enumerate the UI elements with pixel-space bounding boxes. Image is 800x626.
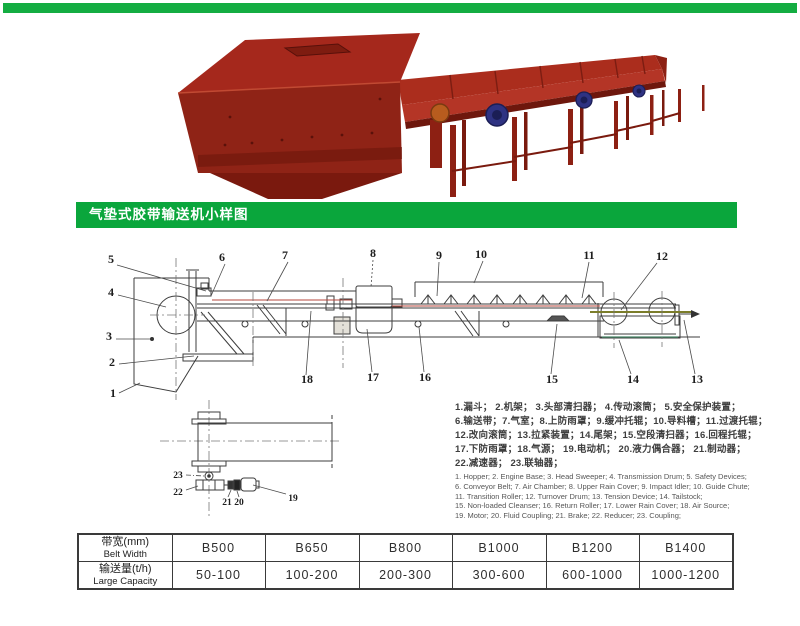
callout-16: 16	[419, 370, 431, 384]
parts-cn-line: 12.改向滚筒；13.拉紧装置；14.尾架；15.空段清扫器；16.回程托辊；	[455, 430, 757, 441]
parts-en-line: 6. Conveyor Belt; 7. Air Chamber; 8. Upp…	[455, 481, 750, 491]
capacity-value: 50-100	[171, 561, 266, 590]
callout-3-dot	[150, 337, 154, 341]
callout-13: 13	[691, 372, 703, 386]
capacity-value: 100-200	[264, 561, 360, 590]
capacity-value: 300-600	[451, 561, 547, 590]
parts-en-line: 1. Hopper; 2. Engine Base; 3. Head Sweep…	[455, 472, 747, 481]
parts-cn-line: 6.输送带；7.气室；8.上防雨罩；9.缓冲托辊；10.导料槽；11.过渡托辊；	[455, 416, 768, 427]
belt-width-value: B650	[264, 533, 360, 562]
diagram-color-accents	[212, 299, 691, 338]
leader-lines	[116, 259, 696, 498]
belt-width-value: B1200	[545, 533, 640, 562]
spec-row-belt-width: 带宽(mm) Belt Width B500 B650 B800 B1000 B…	[77, 533, 734, 562]
conveyor-product-photo	[177, 33, 705, 199]
belt-width-header-en: Belt Width	[103, 549, 147, 560]
photo-legs	[450, 85, 705, 197]
callout-11: 11	[583, 248, 594, 262]
main-drawing	[133, 269, 700, 393]
callout-12: 12	[656, 249, 668, 263]
callout-19: 19	[288, 494, 298, 504]
callout-7: 7	[282, 248, 288, 262]
callout-2: 2	[109, 355, 115, 369]
capacity-header-cn: 输送量(t/h)	[98, 563, 152, 575]
spec-row-capacity: 输送量(t/h) Large Capacity 50-100 100-200 2…	[77, 561, 734, 590]
capacity-header: 输送量(t/h) Large Capacity	[77, 561, 173, 590]
capacity-header-en: Large Capacity	[93, 576, 158, 587]
tension-direction-arrow	[691, 310, 700, 318]
parts-en-line: 19. Motor; 20. Fluid Coupling; 21. Brake…	[455, 511, 681, 521]
photo-hopper	[177, 33, 450, 199]
parts-cn-line: 1.漏斗； 2.机架； 3.头部清扫器； 4.传动滚筒； 5.安全保护装置；	[455, 402, 741, 413]
callout-1: 1	[110, 386, 116, 400]
callout-9: 9	[436, 248, 442, 262]
callout-22: 22	[173, 488, 183, 498]
capacity-value: 1000-1200	[638, 561, 734, 590]
parts-en-line: 11. Transition Roller; 12. Turnover Drum…	[455, 491, 703, 501]
belt-width-value: B500	[171, 533, 266, 562]
callout-14: 14	[627, 372, 639, 386]
belt-width-header-cn: 带宽(mm)	[101, 536, 150, 548]
section-banner: 气垫式胶带输送机小样图	[76, 202, 737, 228]
callout-numbers: 1 2 3 4 5 6 7 8 9 10 11 12 13 14 15 16 1…	[106, 246, 703, 508]
belt-width-header: 带宽(mm) Belt Width	[77, 533, 173, 562]
belt-width-value: B1000	[451, 533, 547, 562]
photo-conveyor-body	[398, 55, 667, 129]
belt-width-value: B800	[358, 533, 453, 562]
callout-4: 4	[108, 285, 114, 299]
callout-5: 5	[108, 252, 114, 266]
parts-list-cn: 1.漏斗； 2.机架； 3.头部清扫器； 4.传动滚筒； 5.安全保护装置； 6…	[455, 401, 799, 471]
callout-3: 3	[106, 329, 112, 343]
callout-8: 8	[370, 246, 376, 260]
spec-table: 带宽(mm) Belt Width B500 B650 B800 B1000 B…	[77, 533, 734, 590]
schematic-diagram: 1 2 3 4 5 6 7 8 9 10 11 12 13 14 15 16 1…	[106, 246, 703, 518]
detail-drawing	[191, 411, 333, 492]
parts-cn-line: 22.减速器； 23.联轴器；	[455, 458, 564, 469]
parts-cn-line: 17.下防雨罩；18.气源； 19.电动机； 20.液力偶合器； 21.制动器；	[455, 444, 746, 455]
callout-21: 21	[222, 498, 232, 508]
callout-17: 17	[367, 370, 379, 384]
callout-18: 18	[301, 372, 313, 386]
belt-width-value: B1400	[638, 533, 734, 562]
capacity-value: 200-300	[358, 561, 453, 590]
center-lines	[150, 258, 663, 518]
parts-list-en: 1. Hopper; 2. Engine Base; 3. Head Sweep…	[455, 472, 799, 521]
callout-10: 10	[475, 247, 487, 261]
photo-drive-pulley	[430, 103, 450, 123]
callout-15: 15	[546, 372, 558, 386]
callout-23: 23	[173, 471, 183, 481]
photo-blower-motors	[485, 84, 646, 127]
capacity-value: 600-1000	[545, 561, 640, 590]
parts-en-line: 15. Non-loaded Cleanser; 16. Return Roll…	[455, 501, 730, 511]
banner-title: 气垫式胶带输送机小样图	[89, 207, 249, 222]
callout-20: 20	[234, 498, 244, 508]
callout-6: 6	[219, 250, 225, 264]
top-green-bar	[3, 3, 797, 13]
